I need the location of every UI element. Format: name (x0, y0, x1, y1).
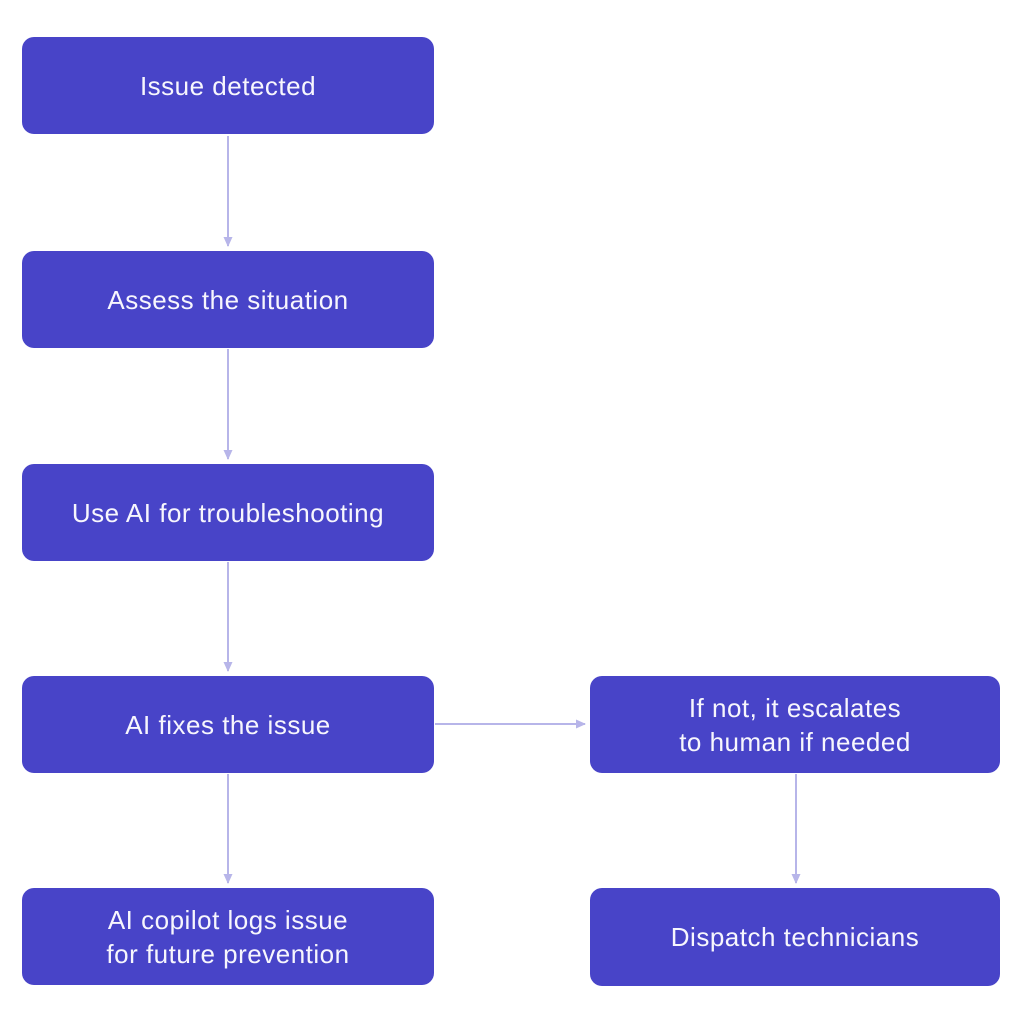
node-escalates-to-human: If not, it escalates to human if needed (590, 676, 1000, 773)
node-use-ai-troubleshooting: Use AI for troubleshooting (22, 464, 434, 561)
node-assess-situation-label: Assess the situation (107, 284, 349, 315)
node-ai-fixes-issue: AI fixes the issue (22, 676, 434, 773)
node-issue-detected-label: Issue detected (139, 70, 317, 101)
node-assess-situation: Assess the situation (22, 251, 434, 348)
node-use-ai-troubleshooting-label: Use AI for troubleshooting (71, 497, 385, 528)
node-ai-copilot-logs: AI copilot logs issue for future prevent… (22, 888, 434, 985)
node-ai-fixes-issue-label: AI fixes the issue (125, 709, 331, 740)
node-dispatch-technicians: Dispatch technicians (590, 888, 1000, 986)
node-ai-copilot-logs-label: AI copilot logs issue for future prevent… (106, 904, 350, 969)
node-escalates-to-human-label: If not, it escalates to human if needed (679, 692, 911, 757)
node-issue-detected: Issue detected (22, 37, 434, 134)
node-dispatch-technicians-label: Dispatch technicians (670, 922, 920, 952)
